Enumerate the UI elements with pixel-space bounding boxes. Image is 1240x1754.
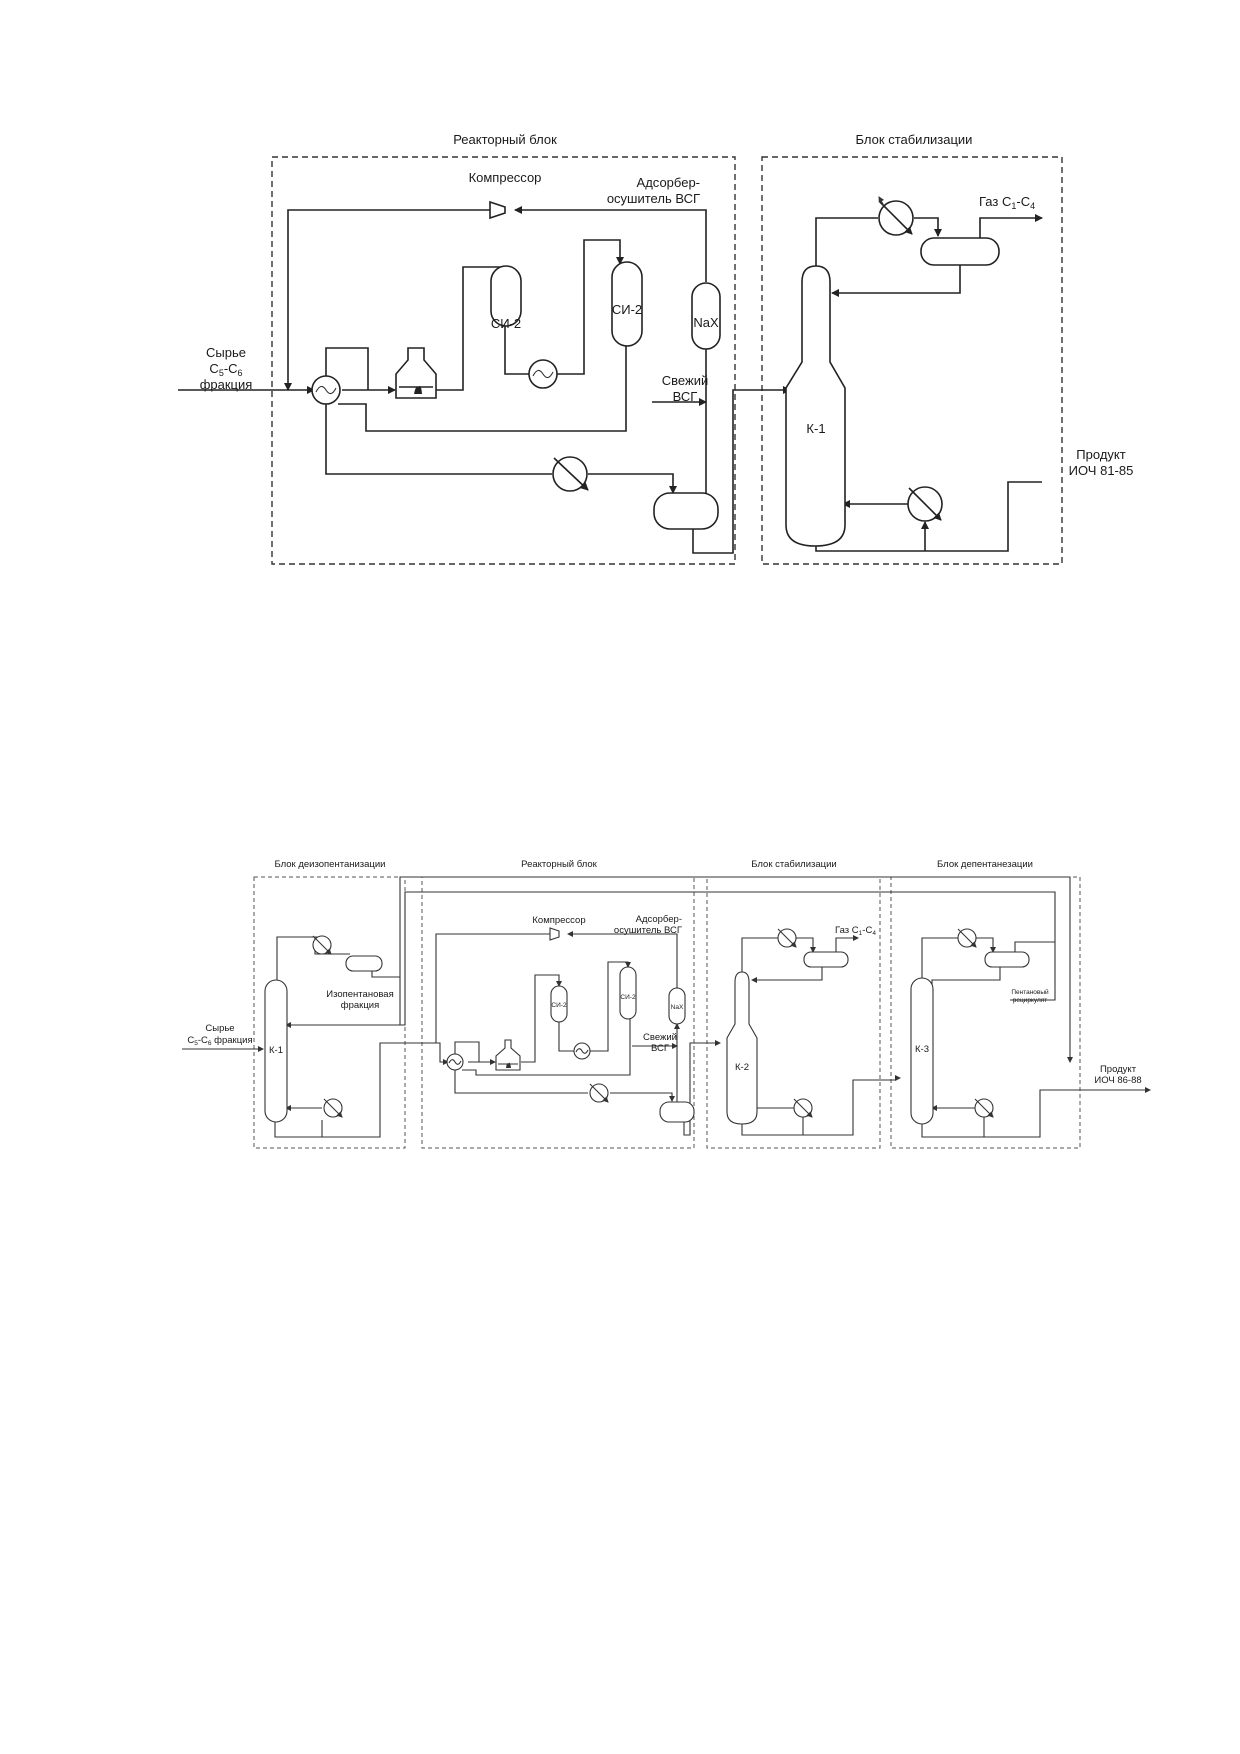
nax-label: NaX [693,315,719,330]
adsorber-label-2-line1: Адсорбер- [636,914,682,925]
k1-label: К-1 [806,421,825,436]
stabilization-block-title-2: Блок стабилизации [751,859,836,870]
reboiler-1 [907,486,943,522]
pipelines-1 [178,206,1043,554]
isopentane-label-line1: Изопентановая [326,989,393,1000]
heat-exchanger-1 [311,375,341,405]
si2-reactor-a [490,265,522,327]
nax-adsorber [691,282,721,350]
product-label-line1: Продукт [1076,447,1125,462]
si2-reactor-b-2 [619,966,637,1020]
separator-1 [653,492,719,530]
si2-a-label-2: СИ-2 [551,1002,567,1009]
k2-label: К-2 [735,1062,749,1073]
isopentane-label-line2: фракция [341,1000,379,1011]
reboiler-k3 [974,1098,994,1118]
k3-label: К-3 [915,1044,929,1055]
si2-reactor-b [611,261,643,347]
column-k1-2 [264,979,288,1123]
fresh-vsg-label-line2: ВСГ [673,389,698,404]
si2-reactor-a-2 [550,985,568,1023]
diagram-2: Блок деизопентанизации Реакторный блок Б… [182,859,1151,1149]
separator-2 [659,1101,695,1123]
depentanization-block-title: Блок депентанезации [937,859,1033,870]
fresh-vsg-label-2-line1: Свежий [643,1032,677,1043]
si2-b-label-2: СИ-2 [620,994,636,1001]
pentane-recycle-label-line2: рециркулят [1013,997,1048,1004]
column-k3 [910,977,934,1125]
compressor-label-2: Компрессор [532,915,585,926]
product-label-line2: ИОЧ 81-85 [1069,463,1134,478]
furnace-2 [495,1039,521,1071]
column-k2 [726,971,758,1125]
k1-label-2: К-1 [269,1045,283,1056]
furnace [395,347,437,399]
diagram-1: Реакторный блок Блок стабилизации [178,132,1134,565]
air-cooler-1 [552,456,589,492]
stabilization-block-title: Блок стабилизации [856,132,973,147]
adsorber-label-line1: Адсорбер- [637,175,700,190]
si2-b-label: СИ-2 [612,302,642,317]
condenser-k2 [777,928,797,948]
reflux-drum-k1-2 [345,955,383,972]
nax-adsorber-2 [668,987,686,1025]
fresh-vsg-label-line1: Свежий [662,373,708,388]
reflux-drum-k3 [984,951,1030,968]
deisopentanization-block-frame [253,876,406,1149]
reflux-drum-1 [920,237,1000,266]
pentane-recycle-label-line1: Пентановый [1011,988,1049,996]
heat-exchanger-2 [528,359,558,389]
heat-exchanger-4 [573,1042,591,1060]
product-label-2-line2: ИОЧ 86-88 [1094,1075,1141,1086]
reactor-block-frame [271,156,736,565]
reboiler-k1-2 [323,1098,343,1118]
feed-label-line3: фракция [200,377,253,392]
compressor-symbol [489,200,506,220]
gas-label-2: Газ C1-C4 [835,925,876,937]
condenser-k3 [957,928,977,948]
adsorber-label-2-line2: осушитель ВСГ [614,925,682,936]
product-label-2-line1: Продукт [1100,1064,1137,1075]
deisopentanization-block-title: Блок деизопентанизации [275,859,386,870]
feed-label-line2: C5-C6 [209,361,242,378]
pipelines-2 [182,876,1151,1138]
reboiler-k2 [793,1098,813,1118]
gas-label: Газ C1-C4 [979,194,1035,211]
adsorber-label-line2: осушитель ВСГ [607,191,700,206]
si2-a-label: СИ-2 [491,316,521,331]
compressor-label: Компрессор [469,170,542,185]
nax-label-2: NaX [671,1004,684,1011]
column-k1 [785,265,846,547]
air-cooler-2 [589,1083,609,1103]
feed-label-2-line2: C5-C6 фракция [187,1035,252,1047]
stabilization-block-frame [761,156,1063,565]
reflux-drum-k2 [803,951,849,968]
heat-exchanger-3 [446,1053,464,1071]
reactor-block-title-2: Реакторный блок [521,859,598,870]
fresh-vsg-label-2-line2: ВСГ [651,1043,669,1054]
feed-label-2-line1: Сырье [205,1023,234,1034]
condenser-k1-2 [312,935,332,955]
condenser-1 [878,196,914,236]
compressor-symbol-2 [549,927,560,941]
reactor-block-title: Реакторный блок [453,132,557,147]
feed-label-line1: Сырье [206,345,246,360]
